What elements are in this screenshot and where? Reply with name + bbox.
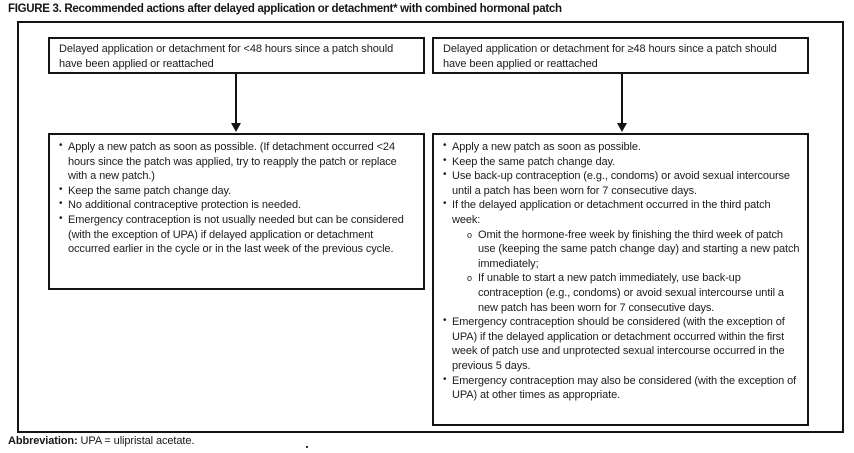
figure-title: FIGURE 3. Recommended actions after dela…: [8, 3, 562, 15]
bullet-icon: •: [443, 315, 447, 327]
condition-box-under-48h: Delayed application or detachment for <4…: [48, 37, 425, 74]
actions-box-under-48h: • Apply a new patch as soon as possible. …: [48, 133, 425, 290]
bullet-icon: •: [443, 140, 447, 151]
abbreviation-text: UPA = ulipristal acetate.: [77, 435, 195, 447]
action-item: • Emergency contraception is not usually …: [59, 213, 416, 257]
arrow-shaft: [235, 74, 237, 124]
bullet-icon: •: [443, 169, 447, 181]
action-item: • Apply a new patch as soon as possible. …: [59, 140, 416, 184]
bullet-icon: •: [443, 198, 447, 210]
bullet-icon: •: [59, 212, 63, 224]
condition-text-under-48h: Delayed application or detachment for <4…: [59, 43, 394, 70]
action-item: • No additional contraceptive protection …: [59, 198, 416, 213]
sub-action-list: o Omit the hormone-free week by finishing…: [452, 228, 800, 316]
arrow-head: [231, 123, 241, 132]
action-item: • Keep the same patch change day.: [443, 155, 800, 170]
action-item: • Emergency contraception should be consi…: [443, 315, 800, 373]
abbreviation-label: Abbreviation:: [8, 435, 78, 447]
arrow-shaft: [621, 74, 623, 124]
action-text: If the delayed application or detachment…: [452, 199, 771, 226]
abbreviation-note: Abbreviation: UPA = ulipristal acetate.: [8, 435, 194, 447]
bullet-icon: •: [443, 373, 447, 385]
action-text: Apply a new patch as soon as possible.: [452, 141, 641, 153]
bullet-icon: •: [59, 198, 63, 210]
sub-action-text: If unable to start a new patch immediate…: [478, 272, 784, 314]
condition-text-over-48h: Delayed application or detachment for ≥4…: [443, 43, 777, 70]
action-text: Emergency contraception is not usually n…: [68, 213, 404, 256]
arrow-head: [617, 123, 627, 132]
condition-box-over-48h: Delayed application or detachment for ≥4…: [432, 37, 809, 74]
down-arrow-icon-left: [229, 74, 243, 132]
bullet-icon: •: [59, 140, 63, 151]
sub-action-item: o If unable to start a new patch immediat…: [467, 271, 800, 315]
action-text: Emergency contraception should be consid…: [452, 316, 785, 372]
sub-action-text: Omit the hormone-free week by finishing …: [478, 228, 800, 270]
bullet-icon: •: [443, 154, 447, 166]
sub-action-item: o Omit the hormone-free week by finishing…: [467, 228, 800, 272]
action-list-under-48h: • Apply a new patch as soon as possible. …: [59, 140, 416, 257]
action-text: No additional contraceptive protection i…: [68, 199, 301, 212]
bullet-icon: •: [59, 183, 63, 195]
action-text: Keep the same patch change day.: [68, 184, 232, 197]
action-text: Use back-up contraception (e.g., condoms…: [452, 170, 790, 197]
stray-mark: [306, 446, 308, 448]
action-item: • Emergency contraception may also be con…: [443, 374, 800, 403]
circle-bullet-icon: o: [467, 229, 472, 240]
actions-box-over-48h: •Apply a new patch as soon as possible.•…: [432, 133, 809, 426]
action-item: • Use back-up contraception (e.g., condom…: [443, 169, 800, 198]
action-item: • If the delayed application or detachmen…: [443, 198, 800, 315]
action-text: Emergency contraception may also be cons…: [452, 374, 797, 402]
action-item: • Apply a new patch as soon as possible.: [443, 140, 800, 155]
action-list-over-48h: •Apply a new patch as soon as possible.•…: [443, 140, 800, 403]
action-text: Apply a new patch as soon as possible. (…: [68, 141, 397, 183]
down-arrow-icon-right: [615, 74, 629, 132]
action-text: Keep the same patch change day.: [452, 155, 616, 168]
circle-bullet-icon: o: [467, 273, 472, 284]
action-item: • Keep the same patch change day.: [59, 184, 416, 199]
